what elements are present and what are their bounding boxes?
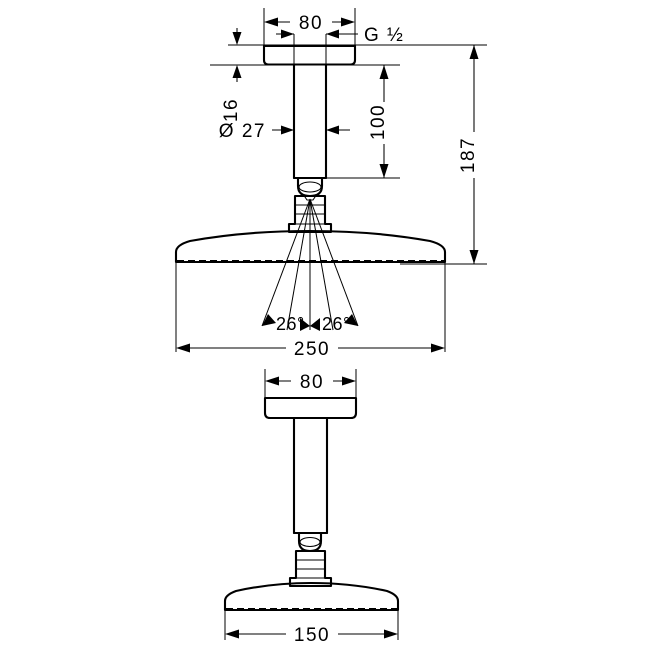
spray-cone-rays bbox=[261, 198, 359, 331]
dimension-flange-width: 80 bbox=[264, 10, 355, 34]
dimension-label-150: 150 bbox=[294, 625, 330, 646]
annotation-spray-angles: 26° 26° bbox=[262, 314, 358, 334]
shower-arm-tube-bottom bbox=[292, 416, 329, 535]
dimension-arm-length: 100 bbox=[368, 65, 396, 178]
dimension-label-thread-g-half: G ½ bbox=[364, 25, 404, 46]
ceiling-flange-top bbox=[262, 44, 357, 66]
annotation-label-26-left: 26° bbox=[276, 314, 305, 334]
dimension-label-250: 250 bbox=[294, 339, 330, 360]
dimension-label-187: 187 bbox=[458, 137, 479, 173]
dimension-flange-width-lower: 80 bbox=[265, 369, 356, 393]
dimension-label-diameter-27: Ø 27 bbox=[219, 121, 266, 142]
dimension-thread-size: G ½ bbox=[276, 25, 404, 46]
dimension-label-80-top: 80 bbox=[299, 13, 323, 34]
shower-arm-tube-top bbox=[292, 63, 328, 180]
extension-lines-top bbox=[175, 8, 487, 352]
dimension-head-width-150: 150 bbox=[225, 622, 398, 646]
dimension-total-height: 187 bbox=[458, 45, 486, 264]
dimension-label-80-bottom: 80 bbox=[300, 372, 324, 393]
shower-head-disc-150 bbox=[223, 581, 400, 612]
dimension-label-16: 16 bbox=[221, 98, 242, 122]
dimension-label-100: 100 bbox=[368, 104, 389, 140]
dimension-arm-diameter: Ø 27 bbox=[219, 121, 350, 142]
ball-joint-connector-bottom bbox=[288, 531, 333, 588]
annotation-label-26-right: 26° bbox=[322, 314, 351, 334]
dimension-flange-height: 16 bbox=[221, 28, 242, 122]
dimension-head-width-250: 250 bbox=[176, 336, 445, 360]
extension-lines-bottom bbox=[224, 369, 399, 640]
ceiling-flange-bottom bbox=[263, 396, 358, 420]
